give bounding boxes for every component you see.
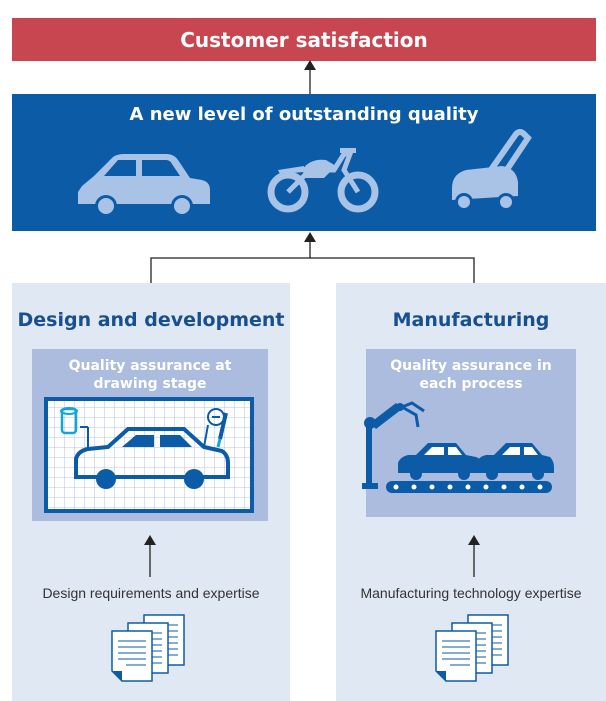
each-process-title-line1: Quality assurance in [390, 358, 552, 374]
each-process-box: Quality assurance in each process [362, 349, 576, 517]
motorcycle-icon [267, 148, 379, 213]
customer-satisfaction-label: Customer satisfaction [180, 27, 428, 52]
documents-icon [111, 614, 185, 682]
manufacturing-input-arrow [468, 535, 480, 577]
manufacturing-input-label: Manufacturing technology expertise [360, 585, 582, 601]
manufacturing-panel: Manufacturing Quality assurance in each … [336, 283, 606, 701]
drawing-stage-box: Quality assurance at drawing stage [32, 349, 268, 521]
design-input-arrow [144, 535, 156, 577]
documents-icon [435, 614, 509, 682]
design-development-title: Design and development [17, 309, 285, 331]
drawing-stage-title-line1: Quality assurance at [68, 358, 232, 374]
each-process-title-line2: each process [419, 376, 523, 392]
blueprint-drawing-icon [44, 397, 254, 513]
production-line-icon [362, 401, 554, 493]
quality-banner: A new level of outstanding quality [12, 94, 596, 231]
car-icon [78, 154, 210, 217]
design-development-panel: Design and development Quality assurance… [12, 283, 290, 701]
drawing-stage-title-line2: drawing stage [93, 376, 207, 392]
lawn-mower-icon [452, 129, 532, 211]
banner-title: A new level of outstanding quality [129, 104, 479, 125]
manufacturing-title: Manufacturing [392, 309, 550, 331]
design-input-label: Design requirements and expertise [42, 585, 260, 601]
customer-satisfaction-bar: Customer satisfaction [12, 18, 596, 61]
